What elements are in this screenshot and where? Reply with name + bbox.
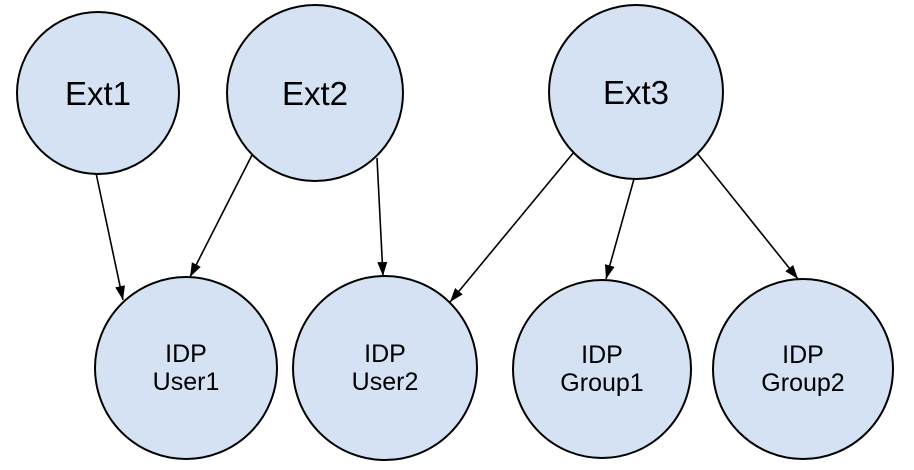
node-ext2: Ext2 [226, 4, 404, 182]
node-label-ext2: Ext2 [282, 75, 348, 112]
node-label-line: IDP [581, 341, 623, 369]
node-label-line: IDP [782, 341, 824, 369]
node-label-line: IDP [165, 340, 207, 368]
node-circle-idp-user2 [292, 275, 478, 461]
node-label-line: User2 [352, 368, 419, 396]
edge-ext3-to-idp-group1 [604, 178, 635, 280]
node-circle-idp-user1 [94, 276, 278, 460]
node-label-ext1: Ext1 [65, 75, 131, 112]
node-label-ext3: Ext3 [603, 74, 669, 111]
edge-ext2-to-idp-user1 [189, 154, 253, 278]
node-circle-ext3 [548, 4, 724, 180]
node-ext3: Ext3 [548, 4, 724, 180]
edge-ext3-to-idp-group2 [696, 152, 799, 280]
edge-ext2-to-idp-user2 [376, 157, 388, 277]
node-circle-idp-group1 [512, 279, 692, 459]
node-label-line: Ext3 [603, 74, 669, 111]
node-label-line: Ext2 [282, 75, 348, 112]
edge-ext3-to-idp-user2 [449, 151, 575, 303]
node-circle-idp-group2 [712, 278, 894, 460]
node-circle-ext2 [226, 4, 404, 182]
node-label-line: Group1 [560, 369, 643, 397]
node-label-line: Group2 [761, 369, 844, 397]
node-label-line: IDP [364, 340, 406, 368]
node-label-line: Ext1 [65, 75, 131, 112]
edge-ext1-to-idp-user1 [95, 172, 125, 301]
node-circle-ext1 [16, 11, 180, 175]
node-label-line: User1 [153, 368, 220, 396]
node-ext1: Ext1 [16, 11, 180, 175]
